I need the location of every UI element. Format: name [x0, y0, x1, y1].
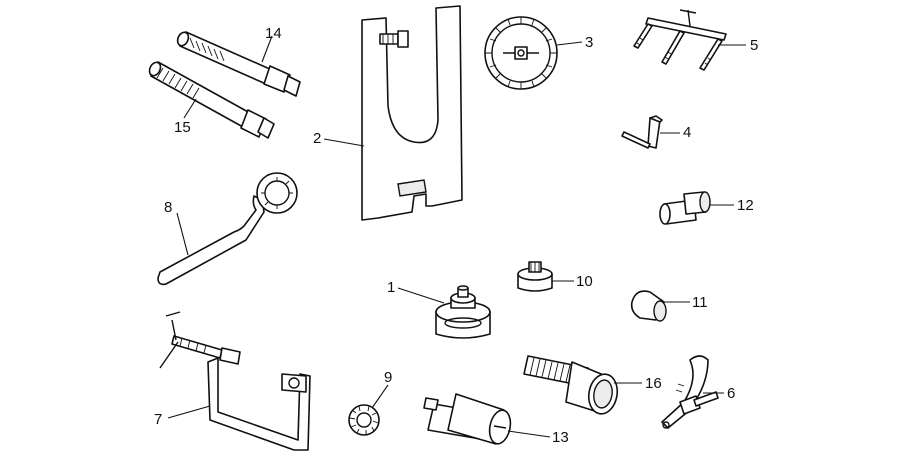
callout-2: 2 [313, 130, 321, 147]
callout-3: 3 [585, 34, 593, 51]
adapter-12 [659, 191, 711, 225]
callout-13: 13 [552, 429, 569, 446]
leader-3 [556, 41, 583, 46]
callout-5: 5 [750, 37, 758, 54]
callout-7: 7 [154, 411, 162, 428]
callout-12: 12 [737, 197, 754, 214]
leader-15 [183, 98, 197, 119]
leader-8 [176, 212, 189, 256]
puller-10 [517, 261, 553, 292]
c-clamp-7 [159, 311, 311, 451]
leader-7 [167, 405, 211, 419]
callout-11: 11 [692, 294, 708, 311]
fork-plate-2 [361, 5, 463, 221]
callout-6: 6 [727, 385, 735, 402]
callout-9: 9 [384, 369, 392, 386]
leader-9 [371, 384, 389, 409]
sleeve-16 [523, 355, 619, 415]
lever-6 [661, 355, 719, 429]
callout-8: 8 [164, 199, 172, 216]
leader-13 [507, 430, 551, 438]
bolt-14 [176, 31, 301, 97]
callout-10: 10 [576, 273, 593, 290]
callout-15: 15 [174, 119, 191, 136]
callout-14: 14 [265, 25, 282, 42]
spanner-8 [157, 172, 298, 286]
degree-wheel-3 [484, 16, 558, 90]
callout-4: 4 [683, 124, 691, 141]
bent-plate-4 [621, 115, 663, 149]
knurled-nut-9 [348, 404, 380, 436]
callout-16: 16 [645, 375, 662, 392]
cap-11 [630, 290, 667, 322]
socket-1 [435, 285, 491, 339]
callout-1: 1 [387, 279, 395, 296]
bolt-15 [148, 61, 275, 139]
leader-14 [261, 35, 273, 63]
cylinder-13 [423, 393, 512, 445]
leader-2 [323, 138, 365, 147]
gauge-tool-5 [633, 9, 727, 71]
leader-1 [397, 287, 445, 304]
